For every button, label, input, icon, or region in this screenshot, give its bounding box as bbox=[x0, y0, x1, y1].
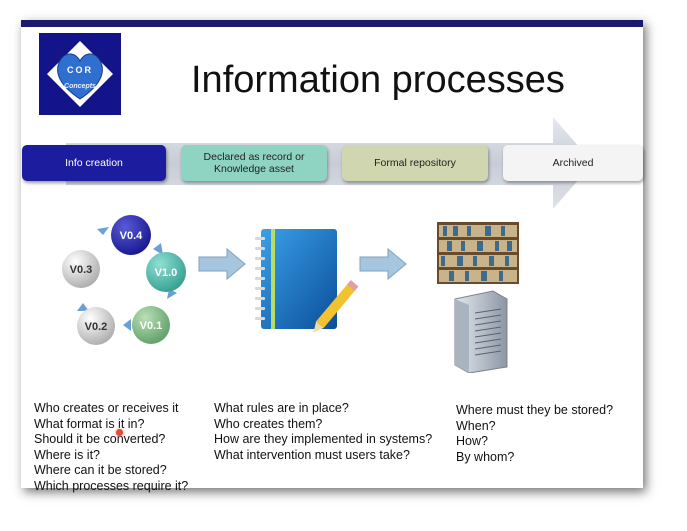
mouse-cursor-indicator bbox=[116, 429, 123, 436]
stage-formal-repository: Formal repository bbox=[342, 145, 488, 181]
stage-archived: Archived bbox=[503, 145, 643, 181]
svg-text:COR: COR bbox=[67, 65, 93, 75]
notebook-icon bbox=[255, 229, 359, 333]
question-item: What rules are in place? bbox=[214, 401, 349, 415]
question-item: How? bbox=[456, 434, 488, 448]
arrow-right-icon bbox=[198, 247, 246, 281]
version-cycle-diagram: V0.4 V1.0 V0.1 V0.2 V0.3 bbox=[62, 215, 186, 345]
question-item: Where can it be stored? bbox=[34, 463, 167, 477]
stage-info-creation: Info creation bbox=[22, 145, 166, 181]
svg-text:V0.3: V0.3 bbox=[70, 264, 93, 276]
svg-text:V0.2: V0.2 bbox=[85, 321, 108, 333]
slide: COR Concepts Information processes Info … bbox=[21, 20, 643, 493]
creation-questions: Who creates or receives it What format i… bbox=[34, 401, 188, 494]
cycle-arrows bbox=[77, 227, 177, 331]
question-item: What intervention must users take? bbox=[214, 447, 410, 462]
stage-label: Info creation bbox=[65, 157, 123, 169]
cor-concepts-logo: COR Concepts bbox=[39, 33, 121, 115]
question-item: What format is it in? bbox=[34, 416, 145, 431]
stage-label: Declared as record or Knowledge asset bbox=[203, 151, 305, 175]
question-item: Should it be converted? bbox=[34, 432, 166, 446]
question-item: By whom? bbox=[456, 449, 515, 464]
version-node-v03: V0.3 bbox=[62, 250, 100, 288]
question-item: How are they implemented in systems? bbox=[214, 432, 433, 446]
arrow-right-icon bbox=[359, 247, 407, 281]
storage-questions: Where must they be stored? When? How? By… bbox=[456, 403, 613, 465]
version-node-v10: V1.0 bbox=[146, 252, 186, 292]
question-item: When? bbox=[456, 418, 496, 433]
page-title: Information processes bbox=[191, 59, 565, 101]
stage-declared-record: Declared as record or Knowledge asset bbox=[181, 145, 327, 181]
stage-label: Archived bbox=[552, 157, 594, 169]
question-item: Where must they be stored? bbox=[456, 403, 614, 417]
archive-shelves-icon bbox=[437, 222, 519, 284]
question-item: Who creates or receives it bbox=[34, 401, 179, 415]
rules-questions: What rules are in place? Who creates the… bbox=[214, 401, 432, 463]
svg-text:V0.1: V0.1 bbox=[140, 320, 163, 332]
question-item: Which processes require it? bbox=[34, 478, 189, 493]
version-node-v02: V0.2 bbox=[77, 307, 115, 345]
server-icon bbox=[454, 290, 508, 373]
version-node-v01: V0.1 bbox=[132, 306, 170, 344]
svg-text:Concepts: Concepts bbox=[64, 83, 96, 90]
svg-text:V1.0: V1.0 bbox=[155, 267, 178, 279]
question-item: Where is it? bbox=[34, 447, 100, 462]
process-arrow: Info creation Declared as record or Know… bbox=[21, 115, 643, 215]
version-node-v04: V0.4 bbox=[111, 215, 151, 255]
stage-label: Formal repository bbox=[374, 157, 456, 169]
question-item: Who creates them? bbox=[214, 416, 323, 431]
svg-text:V0.4: V0.4 bbox=[120, 230, 144, 242]
